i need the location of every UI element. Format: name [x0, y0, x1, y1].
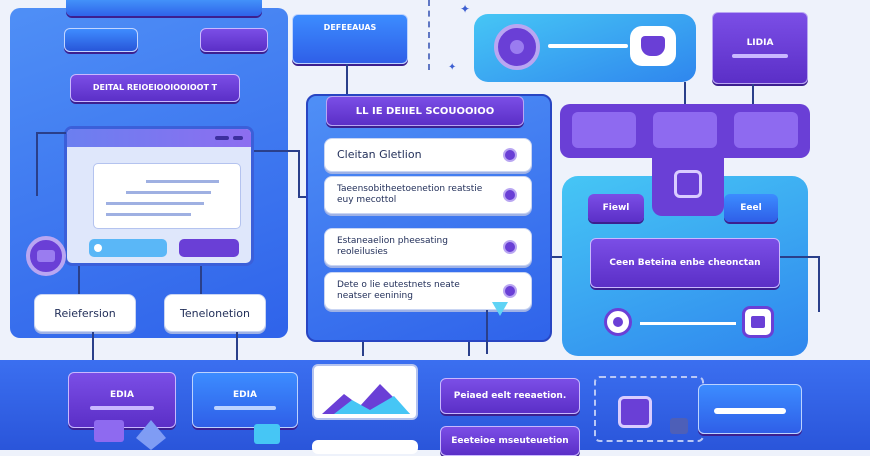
center-item-2[interactable]: Taeensobitheetoenetion reatstie euy meco…: [324, 176, 532, 214]
shield-icon[interactable]: [630, 26, 676, 66]
right-left-circle-icon[interactable]: [604, 308, 632, 336]
box-tenelonetion[interactable]: Tenelonetion: [164, 294, 266, 332]
bar-tag[interactable]: [571, 112, 636, 148]
window-titlebar: [67, 129, 251, 147]
toggle-circle-icon[interactable]: [494, 24, 540, 70]
sparkle-icon: ✦: [448, 62, 457, 73]
left-window: [64, 126, 254, 266]
window-action-button[interactable]: [179, 239, 239, 257]
gallery-icon[interactable]: [618, 396, 652, 428]
left-tag-1[interactable]: [64, 28, 138, 52]
window-control-icon: [233, 136, 243, 140]
window-content-card: [93, 163, 241, 229]
right-wide-pill[interactable]: Ceen Beteina enbe cheonctan: [590, 238, 780, 288]
stem-square-icon: [674, 170, 702, 198]
window-control-icon: [215, 136, 229, 140]
right-right-pill[interactable]: Eeel: [724, 194, 778, 222]
box-reiefersion[interactable]: Reiefersion: [34, 294, 136, 332]
bottom-white-box: [312, 440, 418, 454]
small-square-icon: [670, 418, 688, 434]
right-left-pill[interactable]: Fiewl: [588, 194, 644, 222]
bottom-center-box[interactable]: Peiaed eelt reeaetion.: [440, 378, 580, 414]
left-record-icon[interactable]: [26, 236, 66, 276]
center-header: LL IE DEIIEL SCOUOOIOO: [326, 96, 524, 126]
window-search-bar[interactable]: [89, 239, 167, 257]
bottom-tag-a[interactable]: EDIA: [68, 372, 176, 428]
sparkle-icon: ✦: [460, 2, 471, 16]
bottom-right-tag[interactable]: [698, 384, 802, 434]
chart-thumbnail[interactable]: [312, 364, 418, 420]
bar-tag[interactable]: [652, 112, 717, 148]
center-item-3[interactable]: Estaneaelion pheesating reoleilusies: [324, 228, 532, 266]
top-mid-tag[interactable]: DEFEEAUAS: [292, 14, 408, 64]
radio-dot-icon: [503, 188, 517, 202]
left-top-banner: [66, 0, 262, 16]
t-bar-top: [560, 104, 810, 158]
mountain-chart-icon: [322, 384, 410, 414]
top-right-tag[interactable]: LIDIA: [712, 12, 808, 84]
left-section-label: DEITAL REIOEIOOIOOIOOT T: [70, 74, 240, 102]
radio-dot-icon: [503, 240, 517, 254]
dashed-divider: [428, 0, 430, 70]
radio-dot-icon: [503, 148, 517, 162]
pointer-icon: [492, 302, 508, 316]
t-bar-stem: [652, 152, 724, 216]
left-tag-2[interactable]: [200, 28, 268, 52]
right-right-doc-icon[interactable]: [742, 306, 774, 338]
radio-dot-icon: [503, 284, 517, 298]
bottom-mini-icon: [254, 424, 280, 444]
bottom-tag-b[interactable]: EDIA: [192, 372, 298, 428]
bottom-mini-icon: [94, 420, 124, 442]
bar-tag[interactable]: [734, 112, 799, 148]
bottom-center-box2[interactable]: Eeeteioe mseuteuetion: [440, 426, 580, 456]
center-item-1[interactable]: Cleitan Gletlion: [324, 138, 532, 172]
search-dot-icon: [94, 244, 102, 252]
